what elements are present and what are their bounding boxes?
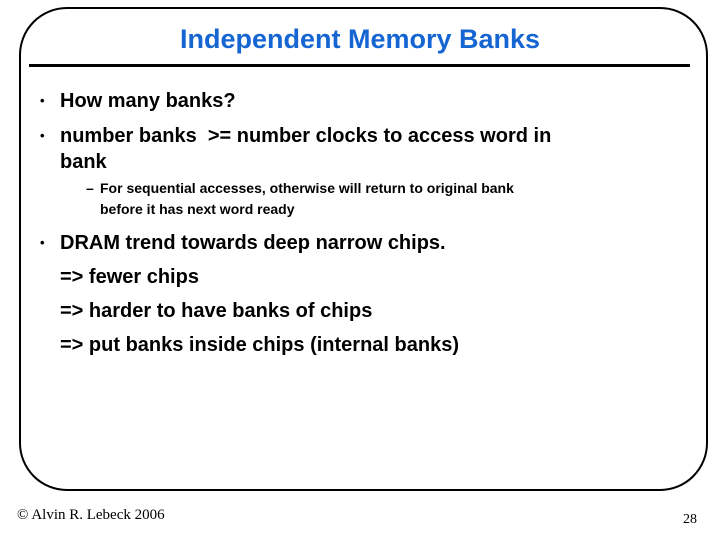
title-underline (29, 64, 690, 67)
slide-body: • How many banks? • number banks >= numb… (40, 88, 690, 358)
bullet-text: number banks >= number clocks to access … (60, 125, 552, 173)
bullet-dot-icon: • (40, 235, 45, 250)
arrow-line-internal-banks: => put banks inside chips (internal bank… (60, 334, 459, 356)
bullet-how-many-banks: • How many banks? (40, 88, 690, 114)
bullet-number-banks: • number banks >= number clocks to acces… (40, 123, 690, 175)
slide-title: Independent Memory Banks (179, 24, 541, 54)
arrow-line-fewer-chips: => fewer chips (60, 266, 199, 288)
bullet-text: How many banks? (60, 90, 236, 112)
dash-icon: – (86, 180, 94, 196)
bullet-text: DRAM trend towards deep narrow chips. (60, 232, 446, 254)
page-number: 28 (683, 512, 697, 527)
bullet-dot-icon: • (40, 93, 45, 108)
footer-copyright: © Alvin R. Lebeck 2006 (17, 507, 165, 523)
slide-border-frame (19, 7, 708, 491)
bullet-dot-icon: • (40, 128, 45, 143)
bullet-dram-trend: • DRAM trend towards deep narrow chips. (40, 230, 690, 256)
subbullet-text: For sequential accesses, otherwise will … (100, 180, 514, 217)
subbullet-sequential-accesses: – For sequential accesses, otherwise wil… (86, 178, 690, 220)
arrow-line-harder-banks: => harder to have banks of chips (60, 300, 373, 322)
